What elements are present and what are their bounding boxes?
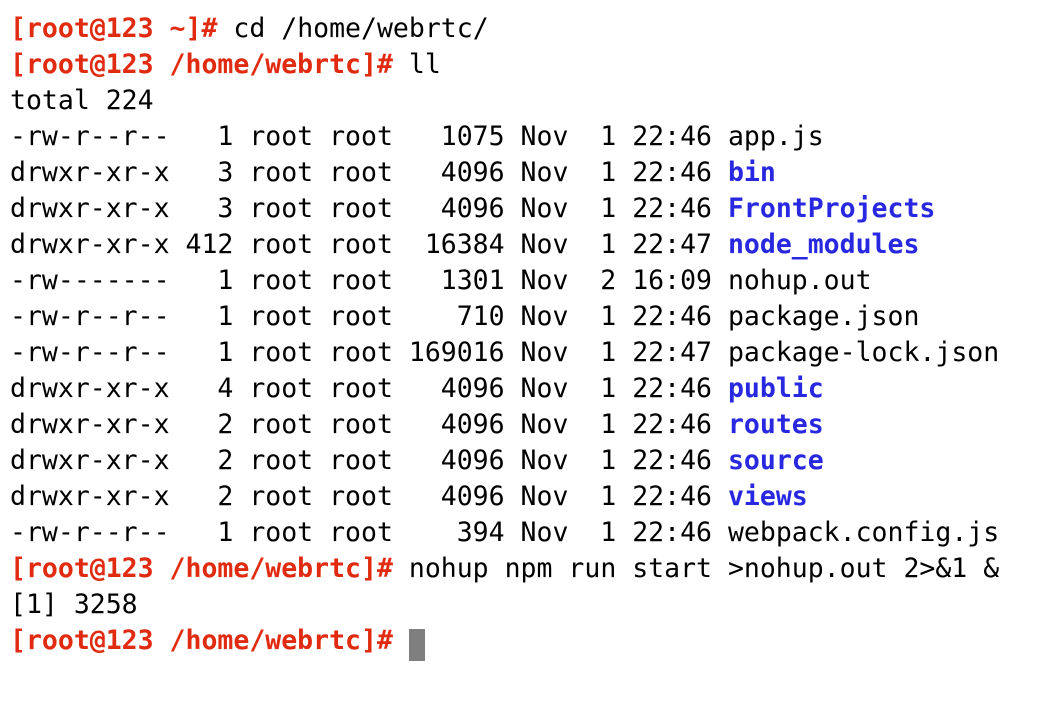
shell-prompt: [root@123 ~]# <box>10 13 218 44</box>
file-meta: drwxr-xr-x 2 root root 4096 Nov 1 22:46 <box>10 409 728 440</box>
directory-name: public <box>727 373 824 404</box>
file-name: package-lock.json <box>727 337 1000 368</box>
directory-name: routes <box>727 409 824 440</box>
terminal-line: [root@123 /home/webrtc]# nohup npm run s… <box>10 551 1062 587</box>
directory-name: bin <box>727 157 776 188</box>
terminal-line: drwxr-xr-x 3 root root 4096 Nov 1 22:46 … <box>10 155 1062 191</box>
file-meta: drwxr-xr-x 4 root root 4096 Nov 1 22:46 <box>10 373 728 404</box>
shell-command: cd /home/webrtc/ <box>217 13 489 44</box>
file-meta: -rw-r--r-- 1 root root 169016 Nov 1 22:4… <box>10 337 728 368</box>
terminal-line: drwxr-xr-x 4 root root 4096 Nov 1 22:46 … <box>10 371 1062 407</box>
terminal-cursor <box>408 629 426 661</box>
terminal-line: -rw-r--r-- 1 root root 169016 Nov 1 22:4… <box>10 335 1062 371</box>
directory-name: node_modules <box>727 229 920 260</box>
terminal-line: -rw-r--r-- 1 root root 394 Nov 1 22:46 w… <box>10 515 1062 551</box>
file-meta: drwxr-xr-x 2 root root 4096 Nov 1 22:46 <box>10 445 728 476</box>
file-meta: drwxr-xr-x 412 root root 16384 Nov 1 22:… <box>10 229 728 260</box>
terminal-line: [1] 3258 <box>10 587 1062 623</box>
shell-prompt: [root@123 /home/webrtc]# <box>10 625 393 656</box>
file-meta: -rw-r--r-- 1 root root 1075 Nov 1 22:46 <box>10 121 728 152</box>
terminal-line: drwxr-xr-x 3 root root 4096 Nov 1 22:46 … <box>10 191 1062 227</box>
file-meta: drwxr-xr-x 3 root root 4096 Nov 1 22:46 <box>10 193 728 224</box>
output-text: total 224 <box>10 85 154 116</box>
terminal-line: [root@123 ~]# cd /home/webrtc/ <box>10 11 1062 47</box>
terminal-line: -rw-r--r-- 1 root root 710 Nov 1 22:46 p… <box>10 299 1062 335</box>
file-name: package.json <box>727 301 920 332</box>
terminal-line: -rw-r--r-- 1 root root 1075 Nov 1 22:46 … <box>10 119 1062 155</box>
terminal-output[interactable]: [root@123 ~]# cd /home/webrtc/[root@123 … <box>0 0 1062 661</box>
directory-name: FrontProjects <box>727 193 936 224</box>
terminal-line: drwxr-xr-x 2 root root 4096 Nov 1 22:46 … <box>10 479 1062 515</box>
terminal-line: drwxr-xr-x 412 root root 16384 Nov 1 22:… <box>10 227 1062 263</box>
terminal-line: total 224 <box>10 83 1062 119</box>
file-meta: -rw------- 1 root root 1301 Nov 2 16:09 <box>10 265 728 296</box>
file-meta: drwxr-xr-x 2 root root 4096 Nov 1 22:46 <box>10 481 728 512</box>
output-text: [1] 3258 <box>10 589 138 620</box>
shell-prompt: [root@123 /home/webrtc]# <box>10 49 393 80</box>
directory-name: source <box>727 445 824 476</box>
file-meta: drwxr-xr-x 3 root root 4096 Nov 1 22:46 <box>10 157 728 188</box>
file-meta: -rw-r--r-- 1 root root 710 Nov 1 22:46 <box>10 301 728 332</box>
terminal-line: [root@123 /home/webrtc]# ll <box>10 47 1062 83</box>
file-name: nohup.out <box>727 265 872 296</box>
shell-command: ll <box>392 49 441 80</box>
shell-command: nohup npm run start >nohup.out 2>&1 & <box>392 553 1000 584</box>
terminal-line: drwxr-xr-x 2 root root 4096 Nov 1 22:46 … <box>10 407 1062 443</box>
file-name: webpack.config.js <box>727 517 1000 548</box>
file-name: app.js <box>727 121 824 152</box>
space <box>393 625 409 656</box>
shell-prompt: [root@123 /home/webrtc]# <box>10 553 393 584</box>
terminal-line: drwxr-xr-x 2 root root 4096 Nov 1 22:46 … <box>10 443 1062 479</box>
file-meta: -rw-r--r-- 1 root root 394 Nov 1 22:46 <box>10 517 728 548</box>
directory-name: views <box>727 481 808 512</box>
terminal-line: [root@123 /home/webrtc]# <box>10 623 1062 661</box>
terminal-line: -rw------- 1 root root 1301 Nov 2 16:09 … <box>10 263 1062 299</box>
